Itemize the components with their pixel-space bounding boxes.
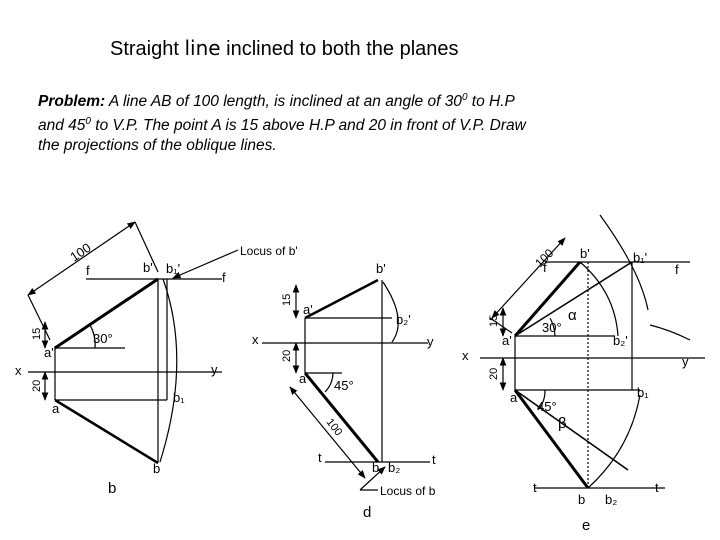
slide-title: Straight line inclined to both the plane…: [110, 36, 459, 61]
plan-line-b: [54, 398, 159, 465]
b1-top-label-b: b₁': [166, 261, 180, 276]
front-view-e: [514, 261, 633, 337]
angle30-label-e: 30°: [542, 320, 562, 335]
x-label-e: x: [462, 348, 469, 363]
dim-15-label-e: 15: [488, 315, 500, 327]
dim-15-label-d: 15: [281, 294, 293, 306]
beta-label-e: β: [558, 415, 567, 432]
b1-top-label-e: b₁': [633, 250, 647, 265]
figure-b: [27, 221, 239, 465]
y-label-b: y: [211, 362, 218, 377]
dim-100-b: [27, 221, 136, 296]
problem-text-2: to H.P: [467, 93, 515, 111]
plan-front-e: [514, 389, 629, 471]
arc-45-e: [537, 389, 546, 411]
arc-45-d: [324, 372, 334, 393]
a-plan-label-e: a: [510, 390, 518, 405]
dim-100-d: [289, 386, 366, 479]
degree-sup-2: 0: [85, 116, 91, 128]
figure-d: [262, 278, 430, 491]
a-top-label-b: a': [44, 345, 54, 360]
b-plan-label-e: b: [578, 492, 585, 507]
ext-100-b: [134, 221, 159, 273]
a-top-label-e: a': [502, 333, 512, 348]
line-a1-b1-b: [54, 277, 159, 350]
problem-text-1: A line AB of 100 length, is inclined at …: [105, 93, 462, 111]
dim-100-label-b: 100: [67, 240, 93, 265]
arc-30-b: [89, 324, 96, 349]
t1-label-d: t: [318, 450, 322, 465]
locus-arrow-d: [359, 466, 386, 491]
f2-label-b: f: [222, 270, 226, 285]
b2-top-label-e: b₂': [613, 333, 628, 348]
dim-15-label-b: 15: [31, 328, 43, 340]
figure-b-labels: 100 15 20 30° Locus of b' x y f f a' b' …: [15, 240, 298, 497]
dim-20-label-b: 20: [31, 380, 43, 392]
arc-right2-e: [649, 324, 691, 341]
f2-label-e: f: [675, 262, 679, 277]
f1-label-e: f: [543, 260, 547, 275]
figure-e: [480, 214, 705, 489]
b2-plan-label-d: b₂: [388, 460, 400, 475]
locus-label-d: Locus of b: [380, 484, 436, 498]
b-plan-label-b: b: [153, 461, 160, 476]
locus-leader-b: [172, 249, 239, 279]
dim-100-e: [491, 237, 566, 319]
figure-e-labels: 100 15 20 30° 45° α β x y f f t t a' b' …: [462, 246, 689, 534]
a-plan-label-b: a: [52, 401, 60, 416]
locus-arc-plan-e: [587, 394, 641, 489]
b-plan-label-d: b: [372, 460, 379, 475]
locus-label-b: Locus of b': [240, 244, 298, 258]
angle-label-b: 30°: [93, 331, 113, 346]
arc-right-e: [599, 214, 649, 311]
caption-b: b: [108, 480, 116, 497]
b2-top-label-d: b₂': [396, 312, 411, 327]
y-label-d: y: [427, 334, 434, 349]
y-label-e: y: [682, 354, 689, 369]
problem-text-3: and 45: [38, 117, 86, 135]
problem-text-4: to V.P. The point A is 15 above H.P and …: [90, 117, 526, 135]
caption-d: d: [363, 504, 371, 521]
b-top-label-b: b': [143, 260, 153, 275]
locus-arc-b: [159, 278, 178, 463]
locus-arc-d: [382, 281, 399, 343]
dim-20-label-d: 20: [281, 350, 293, 362]
top-line-d: [304, 278, 379, 320]
angle45-label-e: 45°: [537, 399, 557, 414]
figure-d-labels: 15 20 100 45° Locus of b x y t t a' b' b…: [252, 261, 436, 521]
angle-label-d: 45°: [334, 378, 354, 393]
problem-statement: Problem: A line AB of 100 length, is inc…: [38, 88, 678, 156]
problem-text-5: the projections of the oblique lines.: [38, 137, 277, 155]
a-top-label-d: a': [303, 302, 313, 317]
caption-e: e: [582, 517, 590, 534]
t2-label-e: t: [655, 480, 659, 495]
dim-100-label-d: 100: [324, 416, 345, 438]
x-label-d: x: [252, 332, 259, 347]
plan-line-e: [513, 389, 590, 489]
t2-label-d: t: [432, 452, 436, 467]
title-part2: inclined to both the planes: [220, 38, 459, 60]
f1-label-b: f: [86, 263, 90, 278]
title-part1: Straight: [110, 38, 185, 60]
problem-label: Problem:: [38, 93, 106, 111]
alpha-label-e: α: [568, 307, 577, 324]
x-label-b: x: [15, 363, 22, 378]
locus-arc-top-e: [579, 261, 619, 337]
b-top-label-e: b': [580, 246, 590, 261]
b1-plan-label-e: b₁: [637, 385, 649, 400]
degree-sup-1: 0: [461, 92, 468, 103]
b1-plan-label-b: b₁: [173, 390, 185, 405]
dim-20-label-e: 20: [488, 368, 500, 380]
a-plan-label-d: a: [299, 371, 307, 386]
ext-e-1: [489, 317, 513, 334]
b2-plan-label-e: b₂: [605, 492, 617, 507]
title-emph: line: [184, 36, 221, 60]
b-top-label-d: b': [376, 261, 386, 276]
t1-label-e: t: [533, 480, 537, 495]
